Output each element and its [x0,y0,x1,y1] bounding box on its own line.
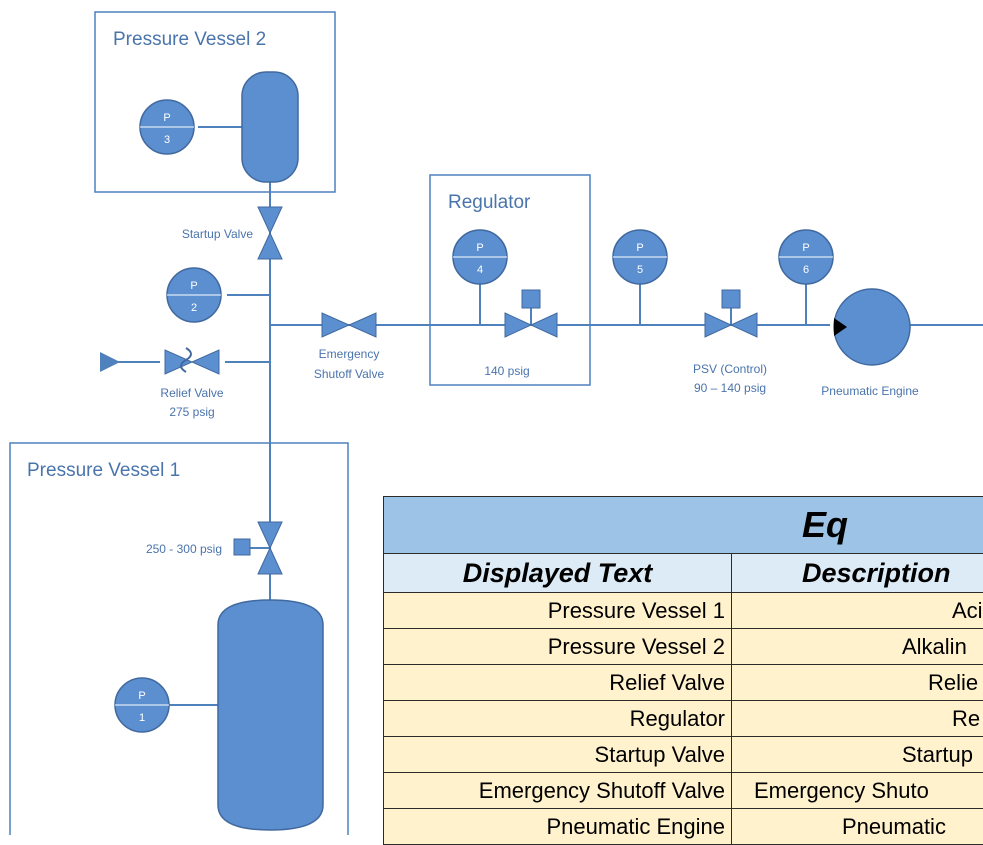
gauge-1-number: 1 [139,712,145,724]
pressure-vessel-2-tank [242,72,298,182]
row-displayed-text: Pneumatic Engine [384,809,732,845]
gauge-5-letter: P [636,242,643,254]
psv-label-line1: PSV (Control) [693,362,767,376]
pressure-vessel-2-title: Pressure Vessel 2 [113,29,266,50]
pressure-gauge-4-icon: P 4 [453,230,507,284]
row-displayed-text: Emergency Shutoff Valve [384,773,732,809]
psv-label-line2: 90 – 140 psig [694,381,766,395]
emergency-shutoff-valve-icon [322,313,376,337]
pressure-gauge-2-icon: P 2 [167,268,221,322]
pressure-gauge-3-icon: P 3 [140,100,194,154]
gauge-5-number: 5 [637,264,643,276]
table-row: Regulator Re [384,701,983,737]
pressure-gauge-1-icon: P 1 [115,678,169,732]
row-displayed-text: Relief Valve [384,665,732,701]
relief-valve-label-line2: 275 psig [169,405,214,419]
row-description: Relie [732,665,983,701]
row-description: Startup [732,737,983,773]
gauge-4-number: 4 [477,264,483,276]
row-description: Pneumatic [732,809,983,845]
row-displayed-text: Pressure Vessel 1 [384,593,732,629]
startup-valve-icon [258,207,282,259]
pressure-gauge-5-icon: P 5 [613,230,667,284]
relief-valve-icon [165,348,219,374]
gauge-2-letter: P [190,280,197,292]
table-row: Relief Valve Relie [384,665,983,701]
gauge-6-number: 6 [803,264,809,276]
gauge-4-letter: P [476,242,483,254]
equipment-table: Eq Displayed Text Description Pressure V… [383,496,983,845]
pneumatic-engine-icon [834,289,910,365]
gauge-6-letter: P [802,242,809,254]
table-row: Emergency Shutoff Valve Emergency Shuto [384,773,983,809]
gauge-2-number: 2 [191,302,197,314]
table-row: Pressure Vessel 1 Aci [384,593,983,629]
row-description: Alkalin [732,629,983,665]
gauge-3-letter: P [163,112,170,124]
relief-valve-label-line1: Relief Valve [160,386,223,400]
emergency-label-line1: Emergency [319,347,380,361]
row-displayed-text: Regulator [384,701,732,737]
pressure-vessel-1-title: Pressure Vessel 1 [27,460,180,481]
header-displayed-text: Displayed Text [384,554,732,593]
row-description: Aci [732,593,983,629]
pneumatic-engine-label: Pneumatic Engine [821,384,919,398]
pressure-vessel-1-tank [218,600,323,830]
table-title: Eq [384,497,983,554]
header-description: Description [732,554,983,593]
pressure-gauge-6-icon: P 6 [779,230,833,284]
table-row: Pneumatic Engine Pneumatic [384,809,983,845]
table-row: Pressure Vessel 2 Alkalin [384,629,983,665]
gauge-1-letter: P [138,690,145,702]
vessel1-valve-setting-label: 250 - 300 psig [146,542,222,556]
regulator-title: Regulator [448,192,531,213]
table-row: Startup Valve Startup [384,737,983,773]
row-description: Re [732,701,983,737]
row-displayed-text: Pressure Vessel 2 [384,629,732,665]
emergency-label-line2: Shutoff Valve [314,367,385,381]
row-displayed-text: Startup Valve [384,737,732,773]
regulator-setting-label: 140 psig [484,364,529,378]
gauge-3-number: 3 [164,134,170,146]
startup-valve-label: Startup Valve [182,227,253,241]
row-description: Emergency Shuto [732,773,983,809]
